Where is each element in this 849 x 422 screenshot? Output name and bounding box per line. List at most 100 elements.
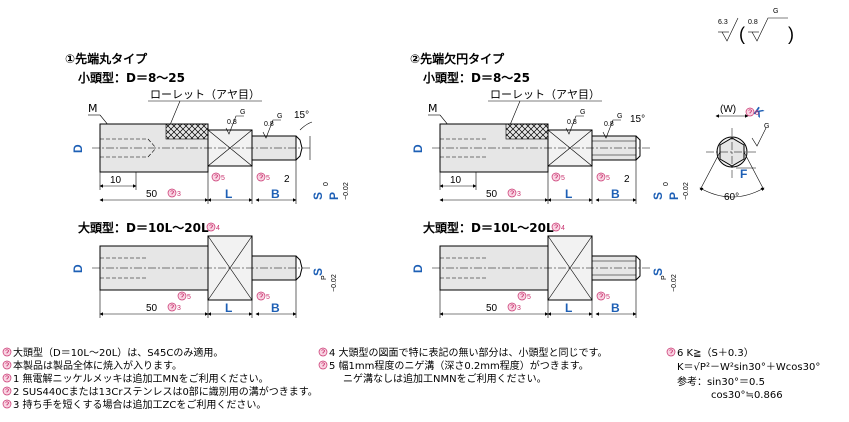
svg-text:6 K≧（S＋0.3）: 6 K≧（S＋0.3） [677,347,754,359]
large-head-label-cut: 大頭型：D＝10L～20L [423,220,554,235]
svg-text:D: D [411,144,425,153]
svg-text:4: 4 [561,225,565,232]
notes-left: 大頭型（D＝10L～20L）は、S45Cのみ適用。 本製品は製品全体に焼入が入り… [2,346,318,411]
svg-text:G: G [764,123,769,130]
svg-text:15°: 15° [294,110,309,121]
svg-text:L: L [565,187,572,201]
svg-text:4: 4 [216,225,220,232]
svg-text:5: 5 [606,175,610,182]
svg-text:2: 2 [624,174,630,185]
svg-text:15°: 15° [630,114,645,125]
svg-text:K＝√P²－W²sin30°＋Wcos30°: K＝√P²－W²sin30°＋Wcos30° [677,362,820,373]
pin-cut-large: D 50 3 L 5 B 5 S −0.02 P [411,235,678,318]
svg-text:−0.02: −0.02 [683,182,690,200]
svg-text:S: S [651,268,665,276]
svg-text:B: B [271,301,280,315]
small-head-label: 小頭型：D＝8～25 [78,70,185,85]
svg-text:cos30°≒0.866: cos30°≒0.866 [711,390,783,401]
svg-text:6: 6 [755,110,759,117]
svg-text:5: 5 [266,175,270,182]
svg-text:L: L [225,187,232,201]
svg-text:P: P [327,192,341,200]
svg-text:ニゲ溝なしは追加工NMNをご利用ください。: ニゲ溝なしは追加工NMNをご利用ください。 [343,372,547,385]
pin-round-small: M D 10 50 3 L 5 B 5 2 S P 0 −0.02 [71,102,350,204]
svg-text:−0.02: −0.02 [343,182,350,200]
svg-text:−0.02: −0.02 [331,274,338,292]
svg-text:5: 5 [527,294,531,301]
svg-text:P: P [661,275,668,280]
svg-text:0.8: 0.8 [567,119,577,126]
svg-text:10: 10 [110,175,122,186]
svg-text:P: P [667,192,681,200]
section-title-round: ①先端丸タイプ [65,51,148,66]
svg-text:G: G [277,113,282,120]
svg-text:S: S [311,268,325,276]
svg-text:参考：sin30°＝0.5: 参考：sin30°＝0.5 [677,375,765,388]
svg-text:S: S [311,192,325,200]
svg-text:5 幅1mm程度のニゲ溝（深さ0.2mm程度）がつきます。: 5 幅1mm程度のニゲ溝（深さ0.2mm程度）がつきます。 [329,359,589,372]
svg-text:本製品は製品全体に焼入が入ります。: 本製品は製品全体に焼入が入ります。 [13,359,182,372]
svg-text:D: D [71,264,85,273]
small-head-label-cut: 小頭型：D＝8～25 [423,70,530,85]
svg-text:2: 2 [284,174,290,185]
svg-text:B: B [611,187,620,201]
svg-text:3: 3 [177,191,181,198]
svg-text:50: 50 [486,189,498,200]
svg-text:10: 10 [450,175,462,186]
svg-text:G: G [240,109,245,116]
svg-text:1 無電解ニッケルメッキは追加工MNをご利用ください。: 1 無電解ニッケルメッキは追加工MNをご利用ください。 [13,372,269,385]
notes-middle: 4 大頭型の図面で特に表記の無い部分は、小頭型と同じです。 5 幅1mm程度のニ… [318,346,608,385]
svg-text:0.8: 0.8 [227,119,237,126]
svg-text:D: D [411,264,425,273]
cross-section-view: (W) K 6 60° F G [699,104,769,203]
svg-text:5: 5 [266,294,270,301]
svg-text:50: 50 [486,303,498,314]
notes-right: 6 K≧（S＋0.3） K＝√P²－W²sin30°＋Wcos30° 参考：si… [666,347,820,401]
svg-text:D: D [71,144,85,153]
section-title-cut: ②先端欠円タイプ [410,51,505,66]
pin-cut-small: M D 10 50 3 L 5 B 5 2 S P 0 −0.02 [411,102,690,204]
svg-text:60°: 60° [724,192,739,203]
svg-text:3: 3 [177,305,181,312]
svg-text:F: F [740,167,747,181]
pin-round-large: D 50 3 L 5 B 5 S −0.02 P [71,235,338,318]
svg-text:2 SUS440Cまたは13Crステンレスは0部に識別用の溝: 2 SUS440Cまたは13Crステンレスは0部に識別用の溝がつきます。 [13,385,318,398]
svg-text:大頭型（D＝10L～20L）は、S45Cのみ適用。: 大頭型（D＝10L～20L）は、S45Cのみ適用。 [13,346,223,359]
svg-text:L: L [225,301,232,315]
svg-text:G: G [617,113,622,120]
svg-text:−0.02: −0.02 [671,274,678,292]
svg-text:6.3: 6.3 [718,19,728,26]
svg-text:5: 5 [561,175,565,182]
knurl-label: ローレット（アヤ目） [150,88,260,101]
svg-text:G: G [773,8,778,15]
svg-text:(: ( [739,24,745,44]
svg-text:(W): (W) [720,104,736,115]
svg-text:M: M [88,102,98,115]
knurl-label-cut: ローレット（アヤ目） [490,88,600,101]
svg-text:5: 5 [606,294,610,301]
large-head-label-round: 大頭型：D＝10L～20L [78,220,209,235]
svg-text:M: M [428,102,438,115]
svg-text:50: 50 [146,303,158,314]
svg-text:B: B [271,187,280,201]
svg-text:L: L [565,301,572,315]
svg-text:5: 5 [221,175,225,182]
svg-text:B: B [611,301,620,315]
svg-text:): ) [788,24,794,44]
svg-text:0: 0 [323,182,330,186]
svg-text:0.8: 0.8 [604,121,614,128]
svg-text:0.8: 0.8 [748,19,758,26]
svg-text:3 持ち手を短くする場合は追加工ZCをご利用ください。: 3 持ち手を短くする場合は追加工ZCをご利用ください。 [13,398,266,411]
svg-text:5: 5 [187,294,191,301]
roughness-symbol-general: 6.3 ( 0.8 G ) [718,8,794,44]
svg-text:S: S [651,192,665,200]
svg-text:3: 3 [517,305,521,312]
svg-text:4 大頭型の図面で特に表記の無い部分は、小頭型と同じです。: 4 大頭型の図面で特に表記の無い部分は、小頭型と同じです。 [329,346,608,359]
svg-text:0: 0 [663,182,670,186]
svg-text:G: G [580,109,585,116]
svg-text:0.8: 0.8 [264,121,274,128]
svg-text:3: 3 [517,191,521,198]
svg-text:P: P [321,275,328,280]
svg-text:50: 50 [146,189,158,200]
